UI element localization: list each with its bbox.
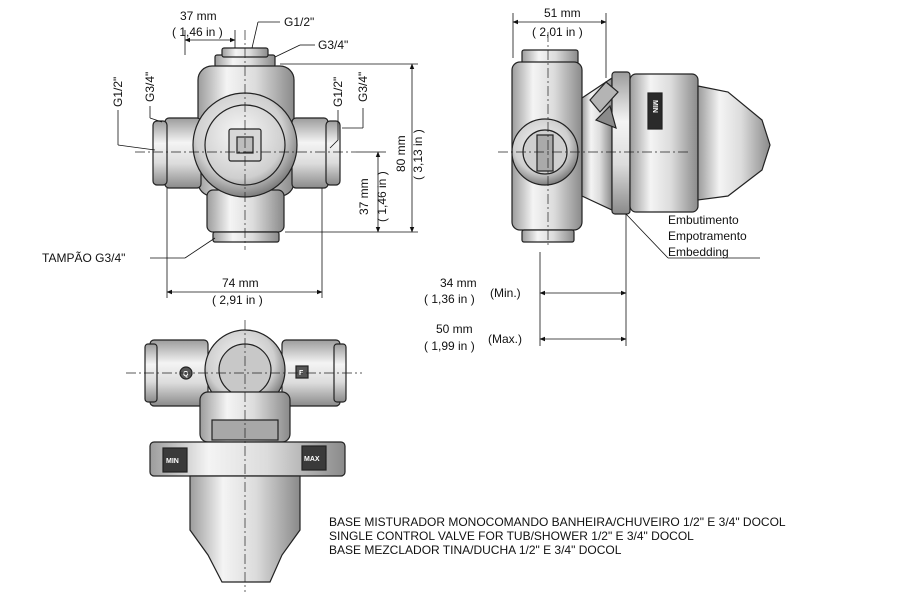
top-min-label: MIN bbox=[166, 458, 179, 465]
front-right-outlet-label-2: G3/4" bbox=[356, 72, 370, 102]
front-top-width-in-label: ( 1,46 in ) bbox=[172, 25, 223, 39]
caption-block: BASE MISTURADOR MONOCOMANDO BANHEIRA/CHU… bbox=[329, 515, 786, 557]
front-plug-label: TAMPÃO G3/4" bbox=[42, 251, 125, 265]
caption-line-en: SINGLE CONTROL VALVE FOR TUB/SHOWER 1/2"… bbox=[329, 529, 694, 543]
front-height-in-label: ( 3,13 in ) bbox=[411, 129, 425, 180]
side-min-note: (Min.) bbox=[490, 286, 521, 300]
top-right-mark: F bbox=[299, 370, 304, 377]
side-min-depth-in-label: ( 1,36 in ) bbox=[424, 292, 475, 306]
front-left-outlet-label-1: G1/2" bbox=[111, 77, 125, 107]
bottom-plug bbox=[212, 231, 280, 243]
front-width-in-label: ( 2,91 in ) bbox=[212, 293, 263, 307]
side-max-depth-in-label: ( 1,99 in ) bbox=[424, 339, 475, 353]
right-outlet bbox=[291, 117, 329, 189]
side-max-note: (Max.) bbox=[488, 332, 522, 346]
front-lower-height-in-label: ( 1,46 in ) bbox=[375, 171, 389, 222]
side-dial-stamp: MIN bbox=[651, 100, 658, 113]
front-top-outlet-label-1: G1/2" bbox=[284, 15, 314, 29]
side-dial bbox=[629, 73, 699, 213]
top-max-label: MAX bbox=[304, 456, 320, 463]
caption-line-pt: BASE MISTURADOR MONOCOMANDO BANHEIRA/CHU… bbox=[329, 515, 786, 529]
side-depth-in-label: ( 2,01 in ) bbox=[532, 25, 583, 39]
side-embed-en: Embedding bbox=[668, 245, 729, 259]
front-height-label: 80 mm bbox=[394, 135, 408, 172]
top-left-mark: Q bbox=[183, 371, 189, 378]
side-view: MIN 51 mm ( 2,01 in ) Embutimento Empotr… bbox=[424, 6, 771, 353]
side-depth-label: 51 mm bbox=[544, 6, 581, 20]
front-view: 37 mm ( 1,46 in ) G1/2" G3/4" G1/2" G3/4… bbox=[42, 9, 425, 307]
side-min-depth-label: 34 mm bbox=[440, 276, 477, 290]
front-left-outlet-label-2: G3/4" bbox=[143, 72, 157, 102]
top-view: Q F MIN MAX bbox=[126, 320, 362, 592]
front-right-outlet-label-1: G1/2" bbox=[331, 77, 345, 107]
caption-line-es: BASE MEZCLADOR TINA/DUCHA 1/2" E 3/4" DO… bbox=[329, 543, 622, 557]
front-top-outlet-label-2: G3/4" bbox=[318, 38, 348, 52]
front-width-label: 74 mm bbox=[222, 276, 259, 290]
side-embed-pt: Embutimento bbox=[668, 213, 739, 227]
front-top-width-label: 37 mm bbox=[180, 9, 217, 23]
front-lower-height-label: 37 mm bbox=[357, 178, 371, 215]
side-max-depth-label: 50 mm bbox=[436, 322, 473, 336]
side-embed-es: Empotramento bbox=[668, 229, 747, 243]
